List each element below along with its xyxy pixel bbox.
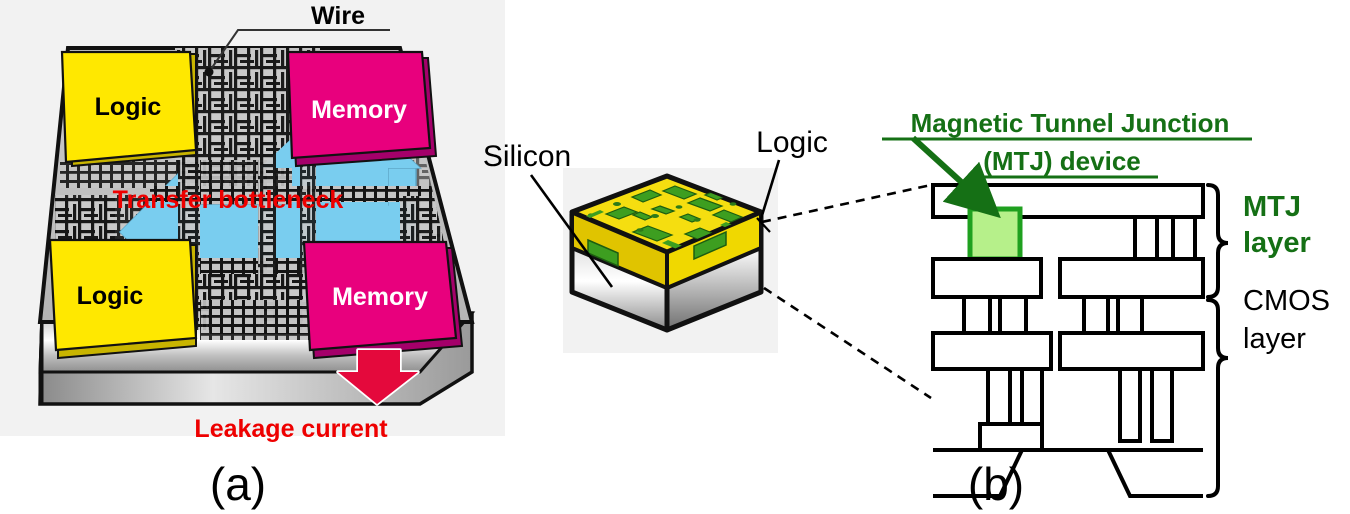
- memory-bottom-right-label: Memory: [332, 283, 428, 311]
- memory-top-right: Memory: [286, 50, 438, 168]
- diffusion-well: [933, 448, 1203, 498]
- metal-m2-left: [931, 331, 1053, 371]
- cmos-layer-label-line2: layer: [1243, 323, 1306, 355]
- cmos-layer-bracket: [1206, 298, 1229, 498]
- leakage-arrow: [336, 348, 420, 406]
- memory-top-right-label: Memory: [311, 96, 407, 124]
- metal-m3-left: [931, 257, 1043, 299]
- logic-leader: [758, 159, 781, 223]
- logic-bottom-left: Logic: [48, 238, 198, 360]
- mtj-layer-label-line2: layer: [1243, 227, 1311, 259]
- contact-right: [1118, 367, 1142, 443]
- memory-bottom-right: Memory: [302, 240, 464, 360]
- transfer-bottleneck-label: Transfer bottleneck: [113, 186, 344, 214]
- magnifier-dashed-lines: [761, 183, 932, 400]
- cmos-layer-label-line1: CMOS: [1243, 285, 1330, 317]
- mtj-cell: [967, 206, 1023, 262]
- logic-label: Logic: [756, 126, 828, 159]
- silicon-leader: [529, 174, 614, 288]
- mtj-device-label-line1: Magnetic Tunnel Junction: [911, 108, 1230, 138]
- via-left-mid: [962, 295, 992, 335]
- mtj-layer-label-line1: MTJ: [1243, 191, 1301, 223]
- logic-leader-tick: [756, 217, 771, 233]
- metal-m2-right: [1058, 331, 1205, 371]
- panel-b: Silicon Logic: [483, 108, 1330, 510]
- logic-top-left: Logic: [60, 50, 198, 168]
- leakage-current-label: Leakage current: [194, 415, 388, 443]
- transistor-gate: [978, 422, 1044, 452]
- mtj-layer-bracket: [1206, 183, 1229, 299]
- mtj-device-label-line2: (MTJ) device: [983, 146, 1141, 176]
- panel-a: Logic Memory Logic Memory Transfer bottl…: [0, 0, 505, 510]
- panel-a-caption: (a): [210, 458, 266, 510]
- panel-b-caption: (b): [968, 458, 1024, 510]
- contact-right-b: [1150, 367, 1174, 443]
- layer-brackets: [1206, 183, 1229, 498]
- mtj-device-callout-arrow: [910, 135, 1001, 219]
- mtj-cmos-cross-section: [931, 183, 1205, 498]
- logic-top-left-label: Logic: [95, 93, 162, 121]
- logic-bottom-left-label: Logic: [77, 282, 144, 310]
- via-right-mid: [1082, 295, 1110, 335]
- wire-leader: [204, 29, 390, 77]
- silicon-label: Silicon: [483, 140, 571, 173]
- via-right-upper-b: [1171, 215, 1197, 261]
- via-right-upper-a: [1133, 215, 1159, 261]
- via-right-mid-b: [1116, 295, 1144, 335]
- wire-label: Wire: [311, 2, 365, 30]
- metal-m3-right: [1058, 257, 1205, 299]
- via-left-mid-b: [998, 295, 1028, 335]
